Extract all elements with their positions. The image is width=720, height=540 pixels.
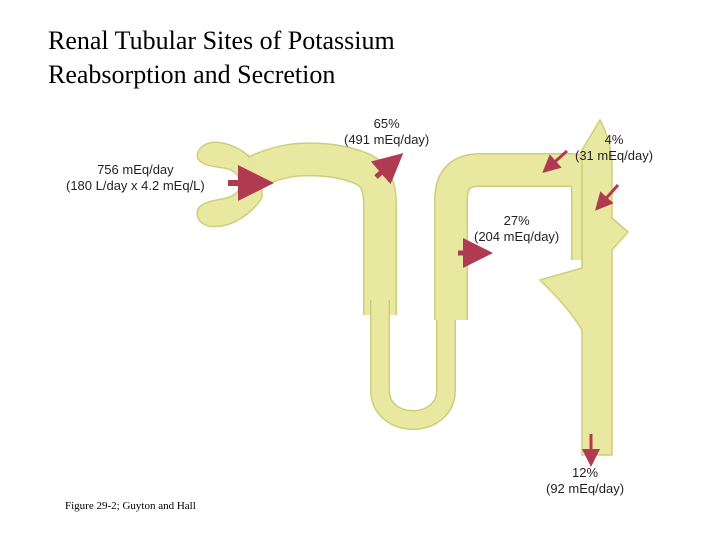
loop-amount: (204 mEq/day) [474,229,560,244]
title-line-1: Renal Tubular Sites of Potassium [48,26,395,55]
excretion-amount: (92 mEq/day) [546,481,625,496]
filtered-load-label: 756 mEq/day (180 L/day x 4.2 mEq/L) [66,162,205,194]
title-line-2: Reabsorption and Secretion [48,60,336,89]
transport-arrows [228,149,620,467]
distal-secretion-arrow-2 [594,183,620,211]
excretion-label: 12% (92 mEq/day) [546,465,624,497]
proximal-percent: 65% [373,116,400,131]
distal-amount: (31 mEq/day) [575,148,654,163]
filtered-load-amount: 756 mEq/day [97,162,174,177]
nephron-tubule [196,118,630,456]
loop-percent: 27% [503,213,530,228]
proximal-tubule-label: 65% (491 mEq/day) [344,116,429,148]
distal-secretion-arrow-1 [542,149,568,173]
proximal-reabsorption-arrow [370,153,404,185]
filtered-load-calculation: (180 L/day x 4.2 mEq/L) [66,178,205,193]
distal-percent: 4% [604,132,624,147]
proximal-amount: (491 mEq/day) [344,132,430,147]
figure-caption: Figure 29-2; Guyton and Hall [65,500,196,512]
distal-tubule-label: 4% (31 mEq/day) [575,132,653,164]
loop-of-henle-label: 27% (204 mEq/day) [474,213,559,245]
excretion-percent: 12% [572,465,599,480]
page-title: Renal Tubular Sites of Potassium Reabsor… [48,24,608,92]
